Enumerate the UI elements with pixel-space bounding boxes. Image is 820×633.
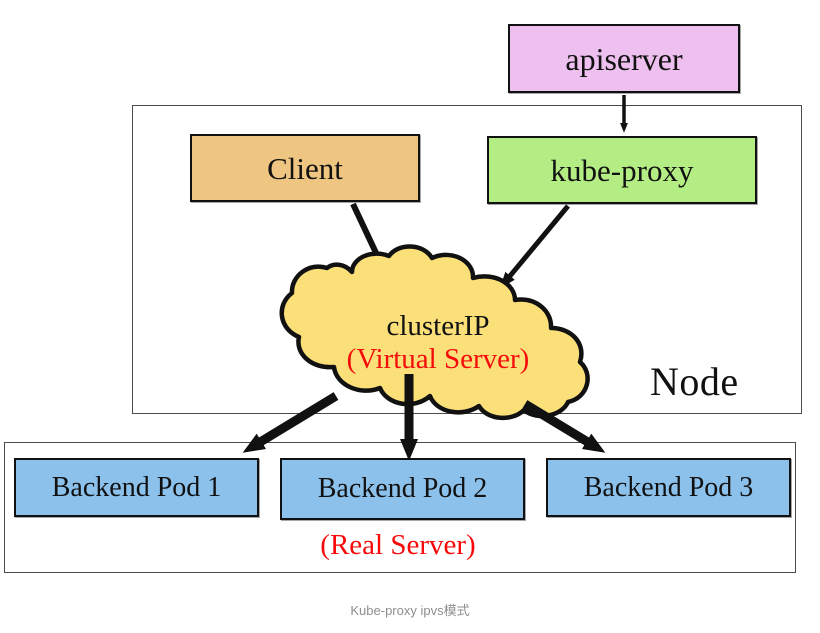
virtual-server-label: (Virtual Server) <box>346 342 530 375</box>
clusterip-title: clusterIP <box>386 310 490 343</box>
figure-caption: Kube-proxy ipvs模式 <box>350 603 470 618</box>
backend-pod-2-label: Backend Pod 2 <box>317 473 488 504</box>
real-server-label: (Real Server) <box>320 529 476 561</box>
backend-pod-3[interactable]: Backend Pod 3 <box>546 458 791 517</box>
clusterip-cloud-text: clusterIP (Virtual Server) <box>268 262 608 417</box>
backend-pod-1-label: Backend Pod 1 <box>51 471 222 503</box>
backend-pod-3-label: Backend Pod 3 <box>583 471 754 503</box>
client-label: Client <box>267 150 343 186</box>
backend-pod-1[interactable]: Backend Pod 1 <box>14 458 259 517</box>
clusterip-cloud: clusterIP (Virtual Server) <box>268 262 608 417</box>
client-box[interactable]: Client <box>190 134 420 202</box>
apiserver-box[interactable]: apiserver <box>508 24 740 93</box>
kube-proxy-box[interactable]: kube-proxy <box>487 136 757 204</box>
apiserver-label: apiserver <box>565 40 683 77</box>
node-label: Node <box>650 359 739 404</box>
backend-pod-2[interactable]: Backend Pod 2 <box>280 458 525 520</box>
kube-proxy-label: kube-proxy <box>550 152 694 188</box>
